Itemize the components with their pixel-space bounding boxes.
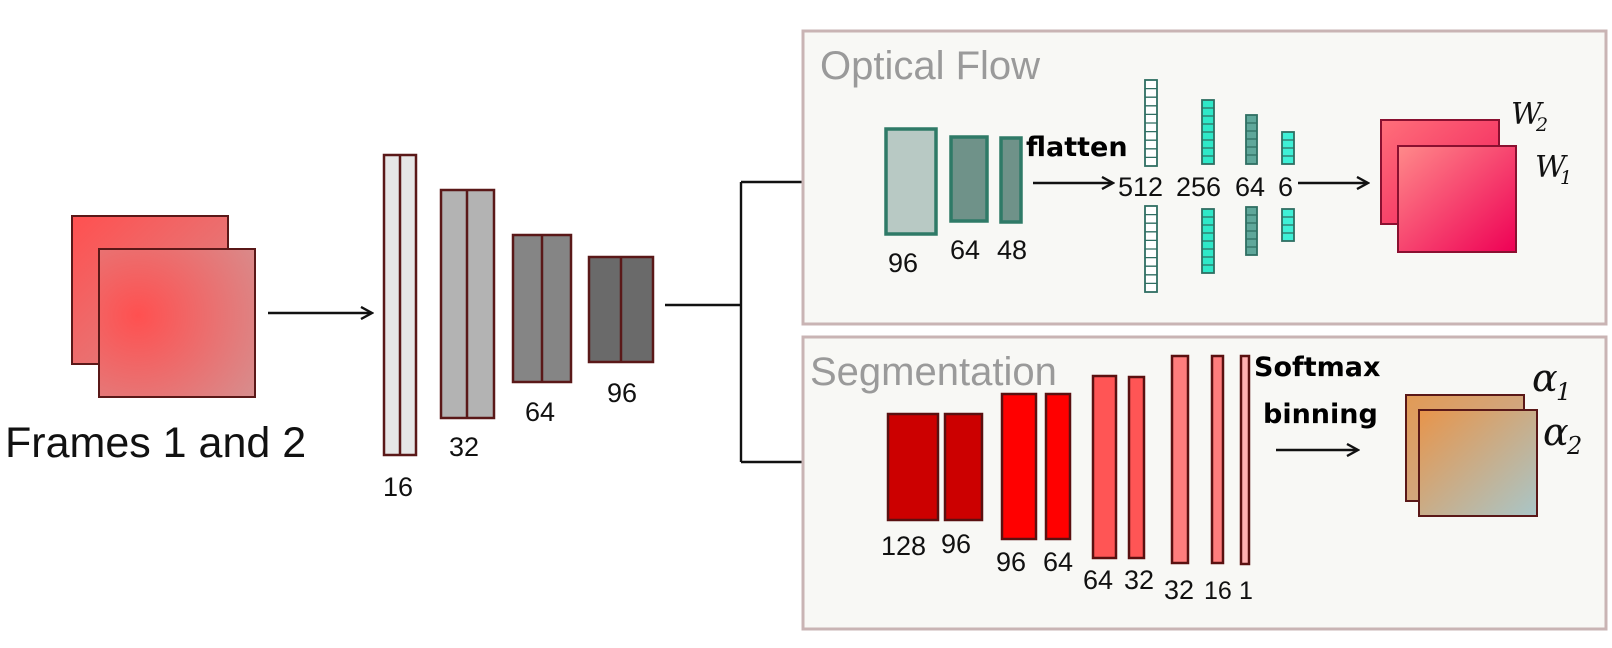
seg-conv-layer-1 (886, 412, 940, 522)
alpha2-subscript: 2 (1566, 432, 1582, 460)
encoder-channel-label: 64 (525, 397, 555, 427)
alpha1-label: α 1 (1532, 356, 1571, 406)
w1-subscript: 1 (1560, 167, 1572, 189)
seg-conv-channel-label: 128 (881, 531, 926, 561)
input-frame-front (98, 248, 256, 398)
input-frames-label: Frames 1 and 2 (5, 419, 306, 467)
fc-layer-512-lower (1144, 205, 1158, 293)
seg-conv-layer-5 (1091, 374, 1118, 560)
fc-layer-512-upper (1144, 79, 1158, 167)
seg-conv-channel-label: 32 (1124, 565, 1154, 595)
flow-conv-layer-2 (949, 135, 989, 223)
w2-label: W 2 (1511, 97, 1548, 136)
seg-conv-channel-label: 64 (1083, 565, 1113, 595)
flow-output-w1 (1397, 145, 1517, 253)
fc-layer-64-lower (1245, 206, 1258, 256)
flow-conv-layer-3 (999, 136, 1023, 224)
fc-layer-64-upper (1245, 114, 1258, 165)
flatten-label: flatten (1026, 132, 1128, 163)
segmentation-title: Segmentation (810, 350, 1057, 394)
seg-conv-channel-label: 96 (941, 529, 971, 559)
alpha1-base: α (1532, 356, 1558, 400)
fc-size-label: 6 (1278, 172, 1293, 202)
fc-layer-256-upper (1201, 99, 1215, 165)
seg-conv-layer-6 (1127, 375, 1146, 560)
encoder-channel-label: 96 (607, 378, 637, 408)
seg-conv-channel-label: 32 (1164, 575, 1194, 605)
seg-conv-channel-label: 64 (1043, 547, 1073, 577)
encoder-channel-label: 32 (449, 432, 479, 462)
fc-size-label: 64 (1235, 172, 1265, 202)
optical-flow-title: Optical Flow (820, 44, 1040, 88)
encoder-layer-2 (439, 188, 496, 420)
seg-output-alpha2 (1418, 409, 1538, 517)
w1-base: W (1535, 150, 1568, 185)
fc-size-label: 512 (1118, 172, 1163, 202)
alpha2-base: α (1543, 410, 1569, 454)
flow-conv-channel-label: 48 (997, 235, 1027, 265)
fc-layer-256-lower (1201, 208, 1215, 274)
fc-layer-6-lower (1281, 208, 1295, 242)
seg-conv-layer-9 (1239, 354, 1251, 566)
seg-conv-layer-8 (1210, 354, 1225, 565)
flow-conv-channel-label: 64 (950, 235, 980, 265)
seg-conv-channel-label: 1 (1239, 577, 1253, 605)
seg-conv-channel-label: 16 (1204, 577, 1232, 605)
alpha1-subscript: 1 (1556, 378, 1571, 406)
encoder-channel-label: 16 (383, 472, 413, 502)
fc-layer-6-upper (1281, 131, 1295, 165)
w1-label: W 1 (1535, 150, 1572, 189)
alpha2-label: α 2 (1543, 410, 1582, 460)
flow-conv-channel-label: 96 (888, 248, 918, 278)
softmax-label: Softmax (1254, 352, 1380, 383)
seg-conv-channel-label: 96 (996, 547, 1026, 577)
encoder-layer-1 (382, 153, 418, 457)
fc-size-label: 256 (1176, 172, 1221, 202)
seg-conv-layer-7 (1170, 354, 1190, 565)
binning-label: binning (1263, 399, 1378, 430)
seg-conv-layer-2 (943, 412, 984, 522)
branch-connector (665, 182, 743, 462)
seg-conv-layer-4 (1044, 392, 1072, 541)
encoder-layer-4 (587, 255, 655, 364)
w2-subscript: 2 (1535, 114, 1548, 136)
encoder-layer-3 (511, 233, 573, 384)
flow-conv-layer-1 (884, 127, 938, 236)
w2-base: W (1511, 97, 1544, 132)
seg-conv-layer-3 (1000, 392, 1038, 541)
